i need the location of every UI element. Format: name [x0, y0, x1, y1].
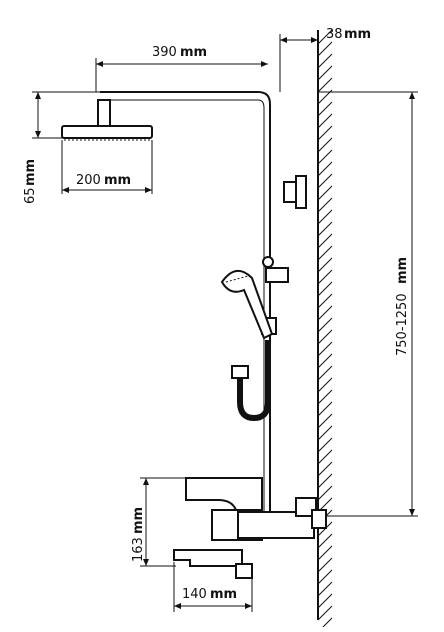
wall-hatch-line: [317, 593, 333, 609]
mixer-height-value: 163: [131, 537, 146, 562]
wall-hatch-line: [317, 257, 333, 273]
mixer-height-unit: mm: [131, 507, 146, 534]
total-height-value: 750-1250: [395, 293, 410, 356]
wall: [317, 29, 333, 632]
wall-hatch-line: [317, 209, 333, 225]
spout-length-value: 140: [182, 587, 207, 602]
wall-hatch-line: [317, 305, 333, 321]
wall-hatch-line: [317, 65, 333, 81]
head-diameter-value: 200: [76, 173, 101, 188]
wall-hatch-line: [317, 173, 333, 189]
wall-hatch-line: [317, 389, 333, 405]
arm-length-unit: mm: [180, 45, 207, 60]
head-height-unit: mm: [23, 159, 38, 186]
wall-hatch-line: [317, 413, 333, 429]
wall-hatch-line: [317, 53, 333, 69]
wall-hatch-line: [317, 437, 333, 453]
hand-shower: [220, 270, 274, 340]
mixer-valve: [173, 477, 327, 579]
dim-total-height: 750-1250 mm: [318, 91, 418, 517]
wall-offset-value: 38: [326, 27, 343, 42]
head-diameter-unit: mm: [104, 173, 131, 188]
wall-hatch-line: [317, 113, 333, 129]
wall-hatch-line: [317, 41, 333, 57]
wall-hatch-line: [317, 533, 333, 549]
wall-hatch-line: [317, 545, 333, 561]
wall-hatch-line: [317, 101, 333, 117]
dim-head-height: 65 mm: [23, 91, 100, 204]
wall-hatch-line: [317, 473, 333, 489]
total-height-unit: mm: [395, 257, 410, 284]
wall-hatch-line: [317, 29, 333, 45]
wall-hatch-line: [317, 581, 333, 597]
dim-head-diameter: 200 mm: [61, 140, 153, 194]
wall-hatch-line: [317, 221, 333, 237]
wall-hatch-line: [317, 569, 333, 585]
wall-hatch-line: [317, 281, 333, 297]
wall-hatch-line: [317, 293, 333, 309]
wall-hatch-line: [317, 401, 333, 417]
wall-hatch-line: [317, 77, 333, 93]
wall-bracket-upper: [283, 175, 307, 209]
wall-hatch-line: [317, 557, 333, 573]
dim-mixer-height: 163 mm: [131, 477, 188, 567]
wall-hatch-line: [317, 185, 333, 201]
wall-hatch-line: [317, 317, 333, 333]
wall-hatch-line: [317, 197, 333, 213]
shower-hose: [231, 340, 271, 422]
wall-hatch-line: [317, 617, 333, 632]
dim-spout-length: 140 mm: [173, 562, 253, 612]
dim-arm-length: 390 mm: [95, 45, 268, 92]
wall-hatch-line: [317, 365, 333, 381]
riser-pipe: [100, 91, 271, 512]
shower-head: [61, 99, 153, 141]
spout-length-unit: mm: [210, 587, 237, 602]
wall-hatch-line: [317, 269, 333, 285]
wall-hatch-line: [317, 485, 333, 501]
dim-wall-offset: 38 mm: [279, 27, 371, 92]
wall-hatch-line: [317, 125, 333, 141]
wall-hatch-line: [317, 377, 333, 393]
wall-hatch-line: [317, 161, 333, 177]
wall-hatch-line: [317, 425, 333, 441]
arm-length-value: 390: [152, 45, 177, 60]
wall-hatch-line: [317, 353, 333, 369]
wall-hatch-line: [317, 341, 333, 357]
head-height-value: 65: [23, 187, 38, 204]
wall-hatch-line: [317, 233, 333, 249]
wall-hatch-line: [317, 461, 333, 477]
wall-hatch-line: [317, 149, 333, 165]
wall-hatch-line: [317, 449, 333, 465]
wall-hatch-line: [317, 329, 333, 345]
wall-offset-unit: mm: [344, 27, 371, 42]
wall-hatch-line: [317, 245, 333, 261]
wall-hatch-line: [317, 605, 333, 621]
wall-hatch-line: [317, 137, 333, 153]
